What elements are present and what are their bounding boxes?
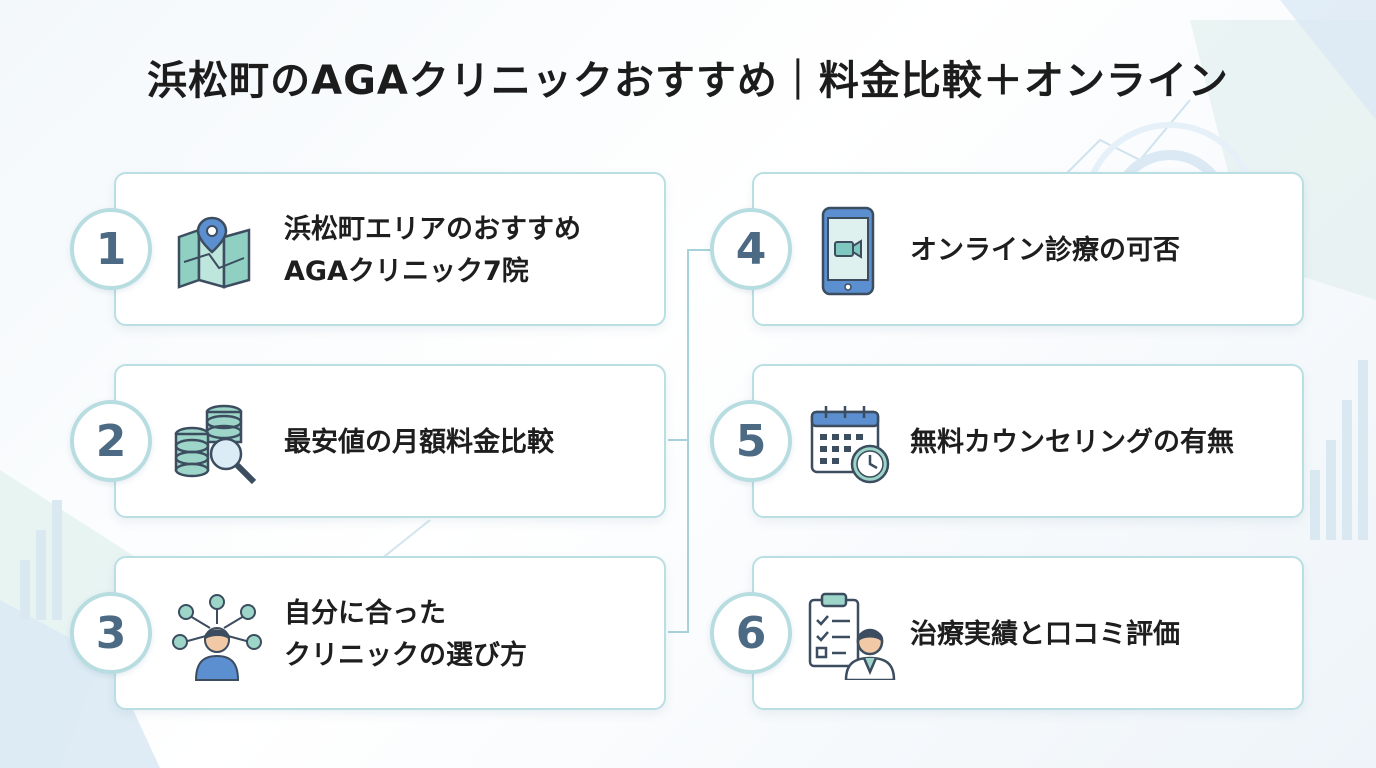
card-6: 治療実績と口コミ評価 [752, 556, 1304, 710]
step-number-5: 5 [710, 400, 792, 482]
card-3: 自分に合った クリニックの選び方 [114, 556, 666, 710]
doctor-clipboard-icon [808, 592, 896, 680]
step-number-6: 6 [710, 592, 792, 674]
page-title: 浜松町のAGAクリニックおすすめ｜料金比較＋オンライン [147, 58, 1229, 104]
card-1: 浜松町エリアのおすすめ AGAクリニック7院 [114, 172, 666, 326]
card-5: 無料カウンセリングの有無 [752, 364, 1304, 518]
step-number-1: 1 [70, 208, 152, 290]
step-number-2: 2 [70, 400, 152, 482]
item-label: オンライン診療の可否 [910, 235, 1180, 266]
card-4: オンライン診療の可否 [752, 172, 1304, 326]
item-label: 浜松町エリアのおすすめ AGAクリニック7院 [284, 214, 581, 287]
person-choices-icon [172, 594, 262, 681]
step-number-4: 4 [710, 208, 792, 290]
item-label: 治療実績と口コミ評価 [910, 619, 1180, 650]
smartphone-video-icon [821, 206, 875, 296]
card-2: 最安値の月額料金比較 [114, 364, 666, 518]
item-label: 最安値の月額料金比較 [284, 427, 554, 458]
item-label: 自分に合った クリニックの選び方 [284, 598, 527, 671]
step-number-3: 3 [70, 592, 152, 674]
coins-magnifier-icon [174, 404, 257, 485]
map-pin-icon [177, 216, 251, 289]
calendar-clock-icon [810, 406, 890, 484]
item-label: 無料カウンセリングの有無 [910, 427, 1234, 458]
